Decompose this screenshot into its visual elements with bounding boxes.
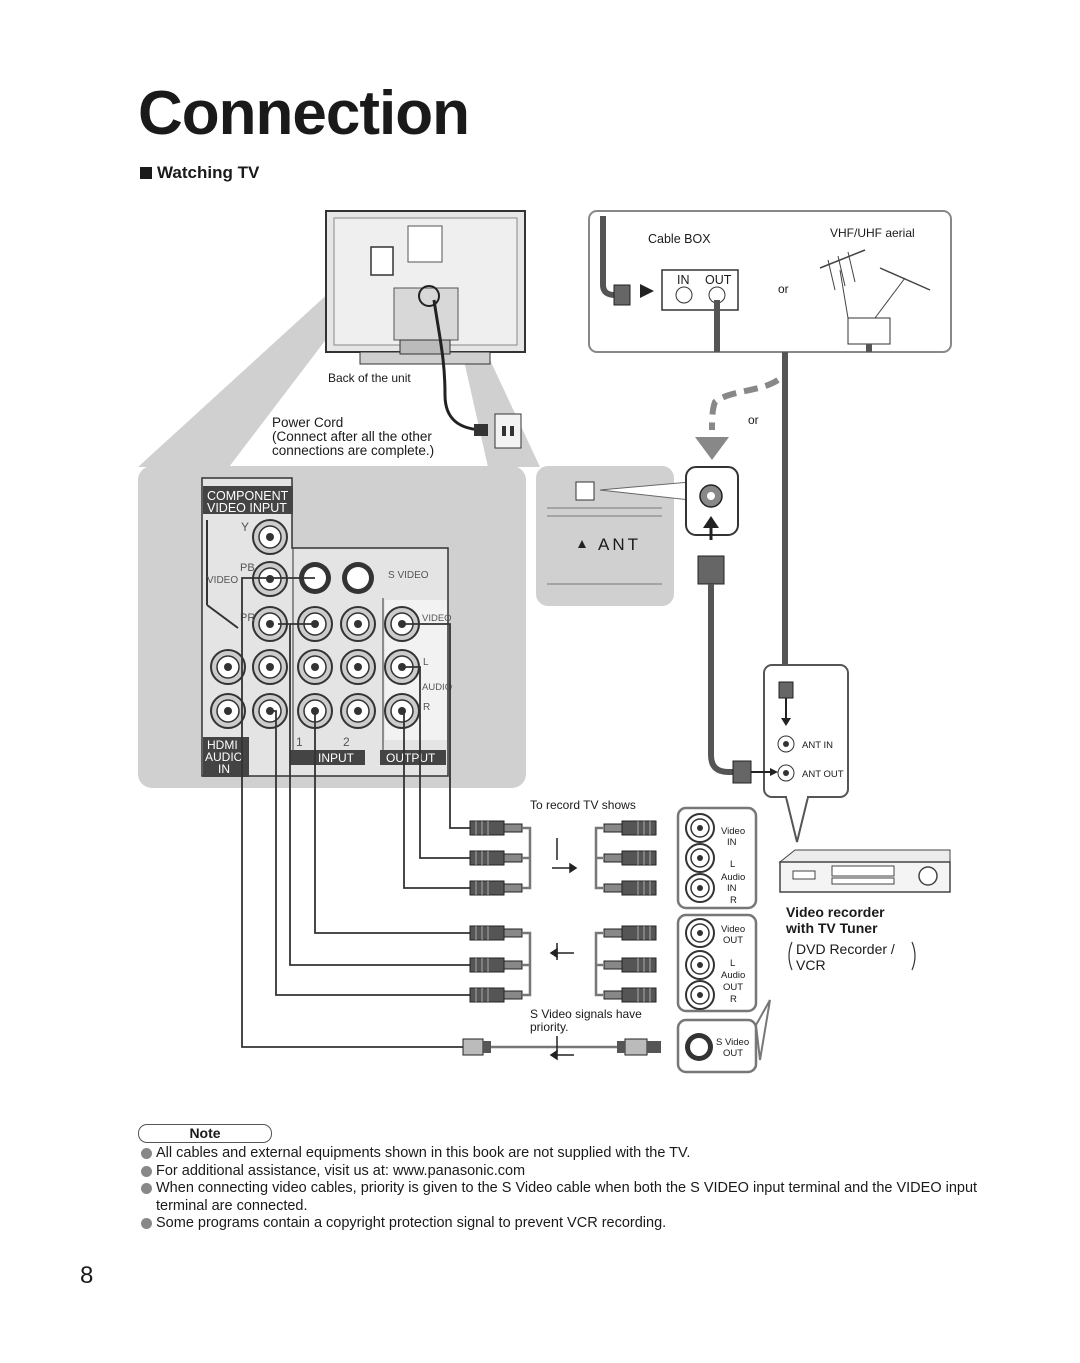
rec-audio-in-in: IN [727, 883, 737, 894]
ant-in-label: ANT IN [802, 740, 833, 751]
signal-direction-arrows [549, 838, 578, 1061]
square-bullet-icon [140, 167, 152, 179]
recorder-title: Video recorder [786, 904, 885, 920]
section-heading-text: Watching TV [157, 163, 260, 182]
rec-video-out-label: Video [721, 924, 745, 935]
dvd-recorder-label: DVD Recorder / [796, 941, 895, 957]
back-of-unit-label: Back of the unit [328, 371, 411, 385]
recorder-svideo-panel [676, 999, 771, 1074]
priority-label-2: priority. [530, 1020, 568, 1034]
ant-terminal-detail [547, 466, 739, 775]
rec-audio-out-r: R [730, 994, 737, 1005]
recorder-input-panel [676, 806, 758, 910]
note-item: All cables and external equipments shown… [138, 1145, 978, 1163]
pr-label: PR [240, 612, 255, 624]
component-label: COMPONENT [207, 489, 289, 503]
audio-label: AUDIO [422, 682, 452, 693]
dvd-recorder-device [778, 849, 951, 893]
note-item: Some programs contain a copyright protec… [138, 1215, 978, 1233]
bullet-icon [141, 1165, 152, 1177]
rec-audio-in-l: L [730, 859, 735, 870]
s-video-label: S VIDEO [388, 570, 429, 581]
rec-svideo-out-out: OUT [723, 1048, 743, 1059]
power-cord-note: (Connect after all the other [272, 429, 432, 444]
ant-label: ANT [598, 535, 641, 554]
recorder-side-plugs [603, 820, 661, 1056]
antenna-source-box [588, 210, 952, 690]
cables [241, 577, 470, 1048]
pb-label: PB [240, 562, 255, 574]
tv-side-plugs [462, 820, 523, 1056]
dashed-connection-arrow [695, 377, 780, 460]
notes-section: Note All cables and external equipments … [138, 1124, 978, 1233]
page-title: Connection [138, 79, 470, 148]
bullet-icon [141, 1218, 152, 1229]
priority-label: S Video signals have [530, 1007, 642, 1021]
bullet-icon [141, 1183, 152, 1194]
video-label: VIDEO [207, 575, 238, 586]
rec-video-out-out: OUT [723, 935, 743, 946]
hdmi-label: HDMI [207, 738, 238, 752]
note-text: When connecting video cables, priority i… [156, 1180, 978, 1214]
bullet-icon [141, 1148, 152, 1159]
recorder-output-panel [676, 913, 758, 1013]
output-label: OUTPUT [386, 751, 436, 765]
vcr-label: VCR [796, 957, 826, 973]
ant-out-label: ANT OUT [802, 769, 844, 780]
input-1-label: 1 [296, 735, 303, 749]
recorder-ant-panel [732, 664, 849, 843]
output-video-label: VIDEO [422, 613, 452, 624]
rec-audio-out-out: OUT [723, 982, 743, 993]
power-cord-note-2: connections are complete.) [272, 443, 434, 458]
component-label-2: VIDEO INPUT [207, 501, 287, 515]
note-text: For additional assistance, visit us at: … [156, 1162, 526, 1179]
cable-box-out-label: OUT [705, 273, 732, 287]
record-tv-label: To record TV shows [530, 798, 636, 812]
power-cord [432, 299, 522, 449]
aerial-label: VHF/UHF aerial [830, 226, 915, 240]
hdmi-audio-label: AUDIO [205, 750, 243, 764]
audio-l-label: L [423, 657, 429, 668]
cable-box-in-label: IN [677, 273, 690, 287]
page-number: 8 [80, 1262, 94, 1289]
rec-audio-out-l: L [730, 958, 735, 969]
section-heading: Watching TV [140, 163, 259, 183]
y-label: Y [241, 520, 249, 534]
rec-svideo-out-label: S Video [716, 1037, 749, 1048]
note-item: When connecting video cables, priority i… [138, 1180, 978, 1215]
input-label: INPUT [318, 751, 355, 765]
note-text: All cables and external equipments shown… [156, 1145, 691, 1161]
input-2-label: 2 [343, 735, 350, 749]
note-item: For additional assistance, visit us at: … [138, 1163, 978, 1181]
power-cord-label: Power Cord [272, 415, 343, 430]
note-heading: Note [138, 1124, 272, 1143]
note-text: Some programs contain a copyright protec… [156, 1215, 667, 1231]
bracket-right-icon [911, 941, 916, 971]
bracket-left-icon [788, 941, 793, 971]
rec-video-in-in: IN [727, 837, 737, 848]
audio-r-label: R [423, 702, 430, 713]
hdmi-in-label: IN [218, 762, 230, 776]
rec-video-in-label: Video [721, 826, 745, 837]
cable-box-label: Cable BOX [648, 232, 711, 246]
middle-cables [491, 826, 620, 1049]
rec-audio-out-label: Audio [721, 970, 745, 981]
recorder-subtitle: with TV Tuner [785, 920, 878, 936]
tv-back-unit [325, 210, 526, 365]
rec-audio-in-r: R [730, 895, 737, 906]
or-label: or [778, 282, 789, 296]
or-label-2: or [748, 413, 759, 427]
rec-audio-in-label: Audio [721, 872, 745, 883]
